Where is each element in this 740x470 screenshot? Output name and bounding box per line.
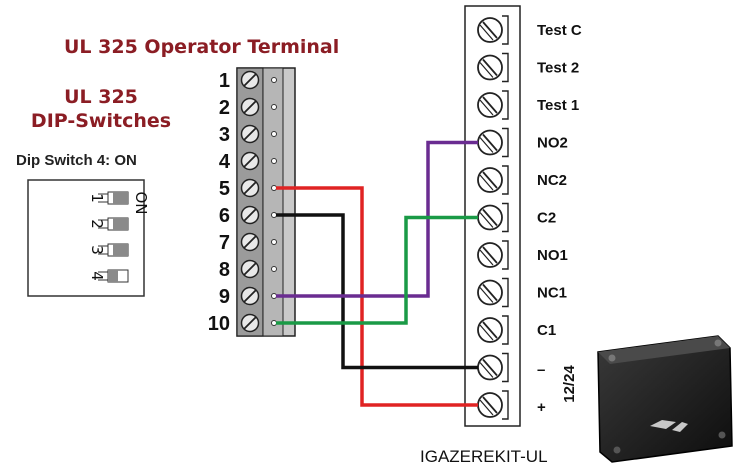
operator-screw-icon xyxy=(240,259,260,279)
operator-screw-icon xyxy=(240,232,260,252)
operator-terminal-hole xyxy=(271,104,277,110)
kit-screw-icon xyxy=(477,277,509,308)
kit-terminal-label: NC1 xyxy=(537,285,567,302)
dip-switch-block: ON 1 2 3 4 xyxy=(27,179,150,297)
operator-screw-icon xyxy=(240,178,260,198)
operator-screw-icon xyxy=(240,97,260,117)
kit-terminal-label: C2 xyxy=(537,210,556,227)
kit-terminal-label: + xyxy=(537,399,546,416)
logo-icon xyxy=(650,420,688,432)
kit-terminal-label: Test 2 xyxy=(537,60,579,77)
dip-switch-4: 4 xyxy=(88,269,129,283)
operator-terminal-number: 6 xyxy=(219,205,230,227)
dip-switch-label: 3 xyxy=(88,245,106,255)
operator-screw-icon xyxy=(240,70,260,90)
kit-terminal-label: C1 xyxy=(537,322,556,339)
operator-terminal-title: UL 325 Operator Terminal xyxy=(64,36,340,58)
operator-terminal-hole xyxy=(271,77,277,83)
dip-on-label: ON xyxy=(132,191,150,214)
operator-screw-icon xyxy=(240,151,260,171)
operator-screw-icon xyxy=(240,313,260,333)
operator-terminal-number: 7 xyxy=(219,232,230,254)
kit-screw-icon xyxy=(477,165,509,195)
operator-screw-icon xyxy=(240,205,260,225)
kit-terminal-label: NC2 xyxy=(537,172,567,189)
operator-screw-icon xyxy=(240,286,260,306)
dip-switch-label: 1 xyxy=(88,193,106,203)
operator-terminal-hole xyxy=(271,293,277,299)
operator-terminal-hole xyxy=(271,158,277,164)
operator-terminal-number: 8 xyxy=(219,259,230,281)
operator-terminal-number: 3 xyxy=(219,124,230,146)
dip-title-line1: UL 325 xyxy=(64,86,138,108)
operator-terminal-number: 5 xyxy=(219,178,230,200)
operator-terminal-hole xyxy=(271,131,277,137)
operator-terminal-hole xyxy=(271,239,277,245)
operator-terminal-hole xyxy=(271,266,277,272)
wires xyxy=(276,140,478,407)
dip-switch-1: 1 xyxy=(88,191,129,205)
kit-terminal-label: – xyxy=(537,362,545,379)
operator-terminal-hole xyxy=(271,185,277,191)
dip-switch-3: 3 xyxy=(88,243,129,257)
dip-switch-2: 2 xyxy=(88,217,129,231)
kit-screw-icon xyxy=(477,15,509,45)
receiver-box xyxy=(597,335,733,463)
dip-switches-title: UL 325 DIP-Switches xyxy=(20,85,182,133)
voltage-label: 12/24 xyxy=(561,365,578,403)
operator-terminal-number: 1 xyxy=(219,70,230,92)
kit-terminal-label: NO1 xyxy=(537,247,568,264)
operator-terminal-hole xyxy=(271,212,277,218)
operator-terminal-number: 2 xyxy=(219,97,230,119)
dip-switch-label: 4 xyxy=(88,271,106,281)
kit-terminal-label: Test C xyxy=(537,22,582,39)
kit-screw-icon xyxy=(477,315,509,345)
wire-10-line xyxy=(276,215,478,325)
operator-terminal-number: 10 xyxy=(208,313,230,335)
dip-switch-label: 2 xyxy=(88,219,106,229)
kit-terminal-label: NO2 xyxy=(537,135,568,152)
kit-screw-icon xyxy=(477,127,509,158)
kit-terminal-label: Test 1 xyxy=(537,97,579,114)
kit-screw-icon xyxy=(477,52,509,83)
kit-screw-icon xyxy=(477,352,509,383)
dip-title-line2: DIP-Switches xyxy=(30,110,172,132)
operator-terminal-number: 4 xyxy=(219,151,231,173)
dip-switch-note: Dip Switch 4: ON xyxy=(16,152,137,169)
kit-screw-icon xyxy=(477,240,509,270)
wire-6-line xyxy=(276,213,478,370)
operator-terminal-hole xyxy=(271,320,277,326)
operator-screw-icon xyxy=(240,124,260,144)
kit-screw-icon xyxy=(477,90,509,120)
operator-terminal-strip: 1 2 3 4 5 6 7 8 9 10 xyxy=(208,67,296,337)
operator-terminal-number: 9 xyxy=(219,286,230,308)
kit-caption: IGAZEREKIT-UL xyxy=(420,447,548,466)
